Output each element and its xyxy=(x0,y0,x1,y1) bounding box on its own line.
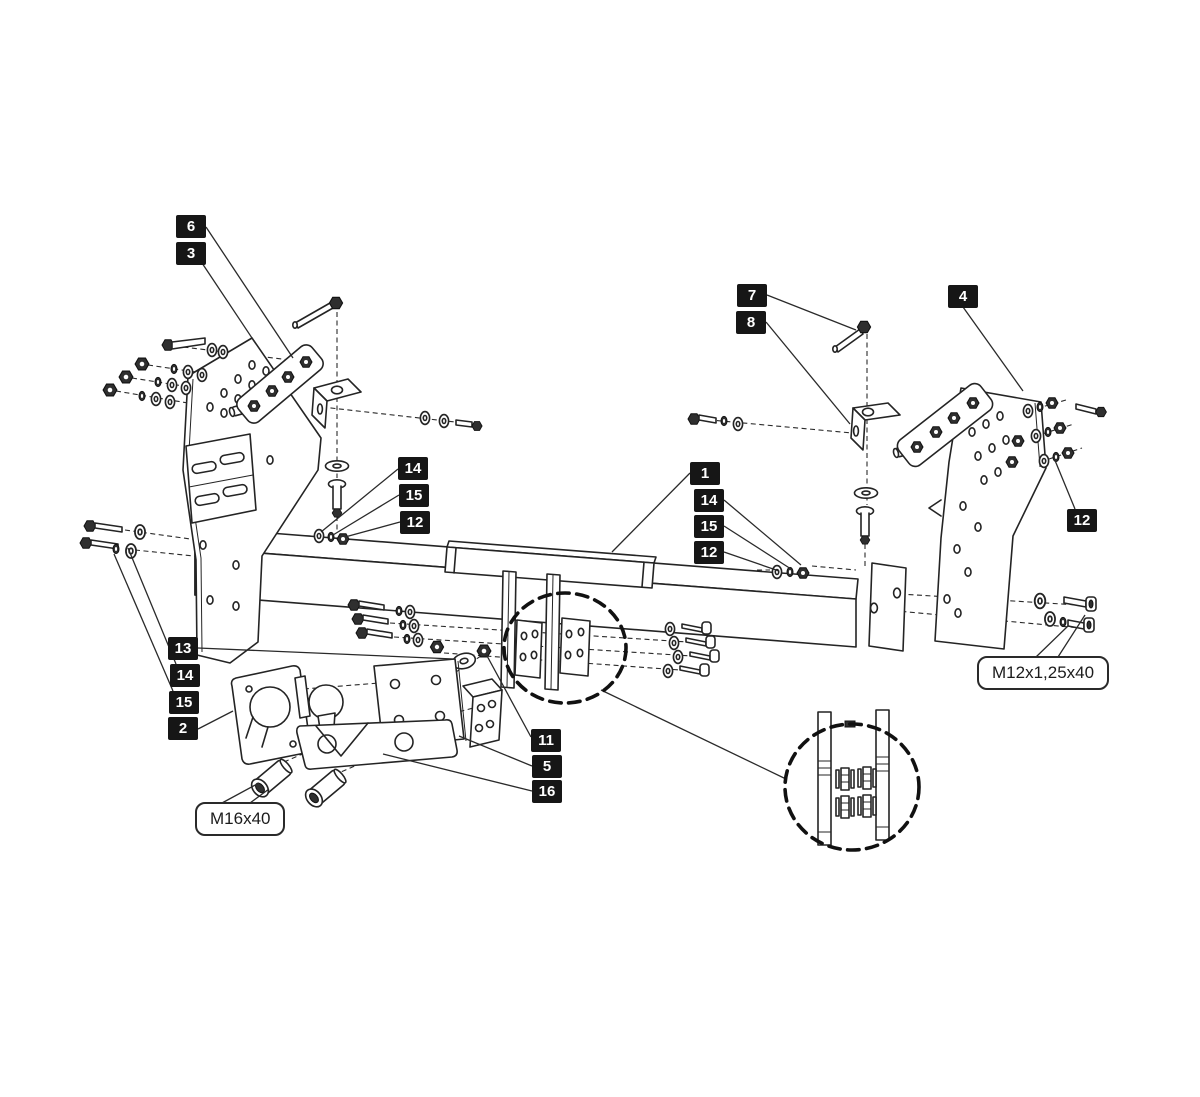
callout-14-left: 14 xyxy=(398,457,428,480)
spec-label-m12: M12x1,25x40 xyxy=(977,656,1110,690)
crossbar-end-plate xyxy=(868,562,907,652)
callout-3: 3 xyxy=(176,242,206,265)
callout-5: 5 xyxy=(532,755,562,778)
ball-base-plate xyxy=(296,719,458,770)
callout-12-right: 12 xyxy=(1067,509,1097,532)
callout-12-center: 12 xyxy=(694,541,724,564)
left-long-bolt xyxy=(291,296,344,329)
m16-bolts xyxy=(250,758,347,808)
rear-support-bracket xyxy=(462,678,503,748)
callout-8: 8 xyxy=(736,311,766,334)
right-clamp-plate xyxy=(892,382,994,468)
top-plate xyxy=(444,540,657,589)
left-under-bracket xyxy=(185,433,257,524)
zoom-region-circle xyxy=(502,591,628,705)
left-hardware-cluster xyxy=(103,337,229,410)
left-lower-bolts xyxy=(79,520,146,559)
right-hardware-cluster xyxy=(1006,398,1107,469)
right-washer-and-bolt xyxy=(687,413,879,580)
callout-13: 13 xyxy=(168,637,198,660)
callout-15-left: 15 xyxy=(399,484,429,507)
callout-12-left: 12 xyxy=(400,511,430,534)
callout-4: 4 xyxy=(948,285,978,308)
right-bracket-plate xyxy=(928,387,1047,650)
tow-ball xyxy=(308,684,344,730)
leader-lines xyxy=(113,226,1086,804)
right-long-bolt xyxy=(831,320,872,353)
callout-14-bottom: 14 xyxy=(170,664,200,687)
spec-label-m16: M16x40 xyxy=(195,802,286,836)
left-clamp-plate xyxy=(228,344,324,424)
ball-mount-assembly xyxy=(230,658,503,808)
callout-14-center: 14 xyxy=(694,489,724,512)
left-angle-bracket xyxy=(311,378,362,429)
callout-15-center: 15 xyxy=(694,515,724,538)
callout-15-bottom: 15 xyxy=(169,691,199,714)
spacer-plate xyxy=(294,675,311,719)
left-washer-and-bolt xyxy=(313,410,483,545)
callout-7: 7 xyxy=(737,284,767,307)
detail-view xyxy=(600,689,921,852)
callout-11: 11 xyxy=(531,729,561,752)
callout-2: 2 xyxy=(168,717,198,740)
detail-circle xyxy=(783,722,921,852)
callout-16: 16 xyxy=(532,780,562,803)
callout-6: 6 xyxy=(176,215,206,238)
center-hardware xyxy=(347,599,720,679)
callout-1: 1 xyxy=(690,462,720,485)
right-angle-bracket xyxy=(850,402,901,451)
